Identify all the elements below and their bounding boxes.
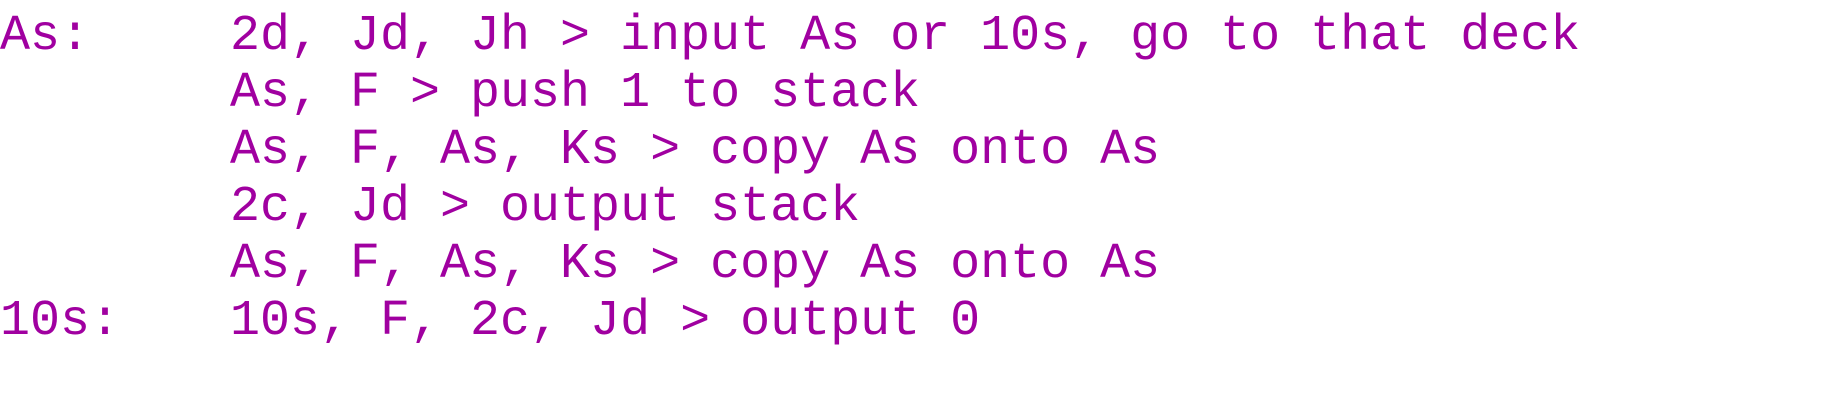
code-line: As, F > push 1 to stack — [0, 65, 1580, 122]
deck-label — [0, 122, 230, 179]
program-listing: As: 2d, Jd, Jh > input As or 10s, go to … — [0, 8, 1580, 350]
instruction-text: 2d, Jd, Jh > input As or 10s, go to that… — [230, 8, 1581, 65]
instruction-text: As, F > push 1 to stack — [230, 65, 921, 122]
deck-label — [0, 179, 230, 236]
code-line: 2c, Jd > output stack — [0, 179, 1580, 236]
instruction-text: 2c, Jd > output stack — [230, 179, 861, 236]
code-line: As, F, As, Ks > copy As onto As — [0, 236, 1580, 293]
instruction-text: As, F, As, Ks > copy As onto As — [230, 236, 1161, 293]
code-line: As, F, As, Ks > copy As onto As — [0, 122, 1580, 179]
code-line: 10s: 10s, F, 2c, Jd > output 0 — [0, 293, 1580, 350]
deck-label: As: — [0, 8, 91, 65]
deck-label — [0, 65, 230, 122]
instruction-text: 10s, F, 2c, Jd > output 0 — [230, 293, 981, 350]
deck-label — [0, 236, 230, 293]
code-line: As: 2d, Jd, Jh > input As or 10s, go to … — [0, 8, 1580, 65]
instruction-text: As, F, As, Ks > copy As onto As — [230, 122, 1161, 179]
deck-label: 10s: — [0, 293, 121, 350]
